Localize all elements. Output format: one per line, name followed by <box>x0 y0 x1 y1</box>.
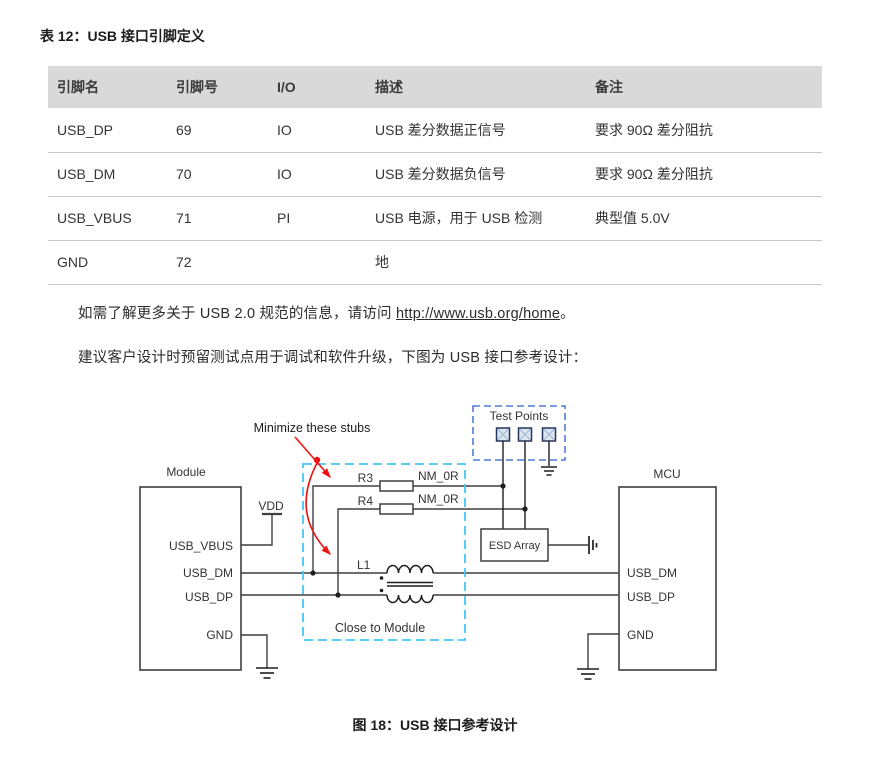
resistor-r3 <box>310 480 506 576</box>
close-to-module-label: Close to Module <box>335 621 425 635</box>
cell-remark <box>586 240 822 285</box>
paragraph-text: 。 <box>560 306 575 322</box>
cell-io <box>268 240 366 285</box>
annotation-dot <box>313 456 321 464</box>
cell-pin-number: 69 <box>167 108 268 153</box>
esd-array-block: ESD Array <box>480 528 598 562</box>
mcu-ground <box>577 633 619 680</box>
header-description: 描述 <box>366 66 586 108</box>
cell-pin-number: 70 <box>167 152 268 197</box>
cell-pin-name: USB_DM <box>48 152 167 197</box>
test-point-1 <box>495 427 511 442</box>
table-row: USB_DP 69 IO USB 差分数据正信号 要求 90Ω 差分阻抗 <box>48 108 822 153</box>
module-pin-dp-label: USB_DP <box>185 590 233 604</box>
usb-org-link[interactable]: http://www.usb.org/home <box>395 306 561 322</box>
test-point-pads <box>495 427 557 442</box>
module-pin-dm-label: USB_DM <box>183 566 233 580</box>
usb-pin-table: 引脚名 引脚号 I/O 描述 备注 USB_DP 69 IO USB 差分数据正… <box>48 66 822 285</box>
mcu-pin-gnd-label: GND <box>627 628 654 642</box>
cell-io: PI <box>268 196 366 241</box>
r4-value-label: NM_0R <box>418 492 459 506</box>
mcu-pin-dp-label: USB_DP <box>627 590 675 604</box>
test-point-wires <box>502 441 550 529</box>
common-mode-choke-l1 <box>379 564 434 604</box>
paragraph-text: 如需了解更多关于 USB 2.0 规范的信息，请访问 <box>78 306 396 322</box>
mcu-label: MCU <box>653 467 680 481</box>
header-io: I/O <box>268 66 366 108</box>
table-row: USB_DM 70 IO USB 差分数据负信号 要求 90Ω 差分阻抗 <box>48 152 822 197</box>
paragraph-test-points: 建议客户设计时预留测试点用于调试和软件升级，下图为 USB 接口参考设计： <box>78 350 588 366</box>
annotation-arrow-2 <box>305 462 332 556</box>
cell-pin-number: 71 <box>167 196 268 241</box>
figure-caption: 图 18：USB 接口参考设计 <box>352 717 518 733</box>
r3-label: R3 <box>358 471 374 485</box>
vdd-label: VDD <box>258 499 284 513</box>
cell-pin-name: USB_DP <box>48 108 167 153</box>
cell-io: IO <box>268 108 366 153</box>
test-points-label: Test Points <box>490 409 549 423</box>
table-row: GND 72 地 <box>48 240 822 285</box>
resistor-r4 <box>335 503 528 598</box>
module-ground <box>241 634 278 679</box>
minimize-stubs-text: Minimize these stubs <box>254 421 371 435</box>
cell-remark: 要求 90Ω 差分阻抗 <box>586 152 822 197</box>
mcu-block: MCU USB_DM USB_DP GND <box>618 467 717 671</box>
minimize-stubs-annotation: Minimize these stubs <box>254 421 371 556</box>
cell-pin-name: GND <box>48 240 167 285</box>
cell-description: 地 <box>366 240 586 285</box>
test-points-group: Test Points <box>472 405 566 529</box>
table-title: 表 12：USB 接口引脚定义 <box>40 28 205 44</box>
module-pin-gnd-label: GND <box>206 628 233 642</box>
annotation-arrow-1 <box>294 436 331 479</box>
cell-pin-name: USB_VBUS <box>48 196 167 241</box>
mcu-pin-dm-label: USB_DM <box>627 566 677 580</box>
cell-description: USB 电源，用于 USB 检测 <box>366 196 586 241</box>
cell-pin-number: 72 <box>167 240 268 285</box>
cell-remark: 要求 90Ω 差分阻抗 <box>586 108 822 153</box>
vdd-symbol <box>241 512 282 546</box>
cell-description: USB 差分数据负信号 <box>366 152 586 197</box>
ground-symbol-rotated <box>588 536 598 554</box>
test-point-2 <box>517 427 533 442</box>
module-pin-vbus-label: USB_VBUS <box>169 539 233 553</box>
header-remark: 备注 <box>586 66 822 108</box>
r4-label: R4 <box>358 494 374 508</box>
test-point-3 <box>541 427 557 442</box>
header-pin-number: 引脚号 <box>167 66 268 108</box>
cell-remark: 典型值 5.0V <box>586 196 822 241</box>
module-label: Module <box>166 465 206 479</box>
esd-array-label: ESD Array <box>489 540 541 552</box>
table-row: USB_VBUS 71 PI USB 电源，用于 USB 检测 典型值 5.0V <box>48 196 822 241</box>
paragraph-usb-spec: 如需了解更多关于 USB 2.0 规范的信息，请访问 http://www.us… <box>78 302 575 323</box>
table-header-row: 引脚名 引脚号 I/O 描述 备注 <box>48 66 822 108</box>
cell-io: IO <box>268 152 366 197</box>
module-block: Module USB_VBUS USB_DM USB_DP GND <box>139 465 242 671</box>
r3-value-label: NM_0R <box>418 469 459 483</box>
l1-label: L1 <box>357 558 371 572</box>
header-pin-name: 引脚名 <box>48 66 167 108</box>
cell-description: USB 差分数据正信号 <box>366 108 586 153</box>
ground-symbol <box>541 466 557 476</box>
close-to-module-region: Close to Module <box>302 463 466 641</box>
